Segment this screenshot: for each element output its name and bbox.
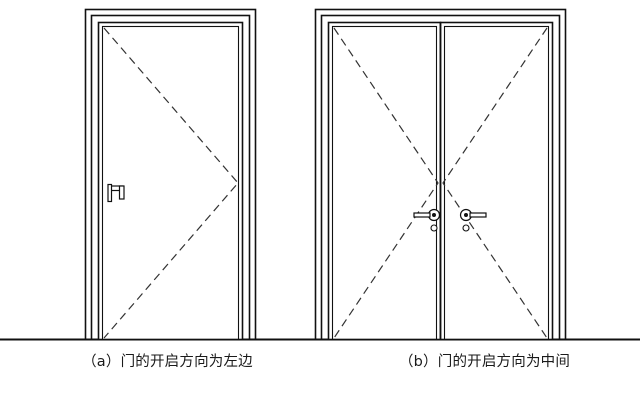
caption-single-door: （a）门的开启方向为左边 [82, 354, 253, 370]
double-door-figure [314, 8, 567, 341]
double-door-leaf-left-inner-edge [331, 25, 438, 341]
single-door-leaf [97, 21, 244, 341]
caption-double-door: （b）门的开启方向为中间 [398, 354, 571, 370]
single-door-leaf-inner-edge [101, 25, 240, 341]
double-door-leaf-right-inner-edge [443, 25, 550, 341]
double-door-swing-dashed-left [333, 27, 439, 339]
double-door-leaf-left [327, 21, 442, 341]
double-door-handle-right [459, 208, 487, 232]
double-door-swing-dashed-right [442, 27, 548, 339]
single-door-handle [107, 183, 125, 203]
single-door-figure [84, 8, 257, 341]
double-door-leaf-right [439, 21, 554, 341]
caption-row: （a）门的开启方向为左边 （b）门的开启方向为中间 [0, 352, 640, 372]
single-door-swing-dashed [103, 27, 239, 339]
double-door-handle-left [413, 208, 441, 232]
